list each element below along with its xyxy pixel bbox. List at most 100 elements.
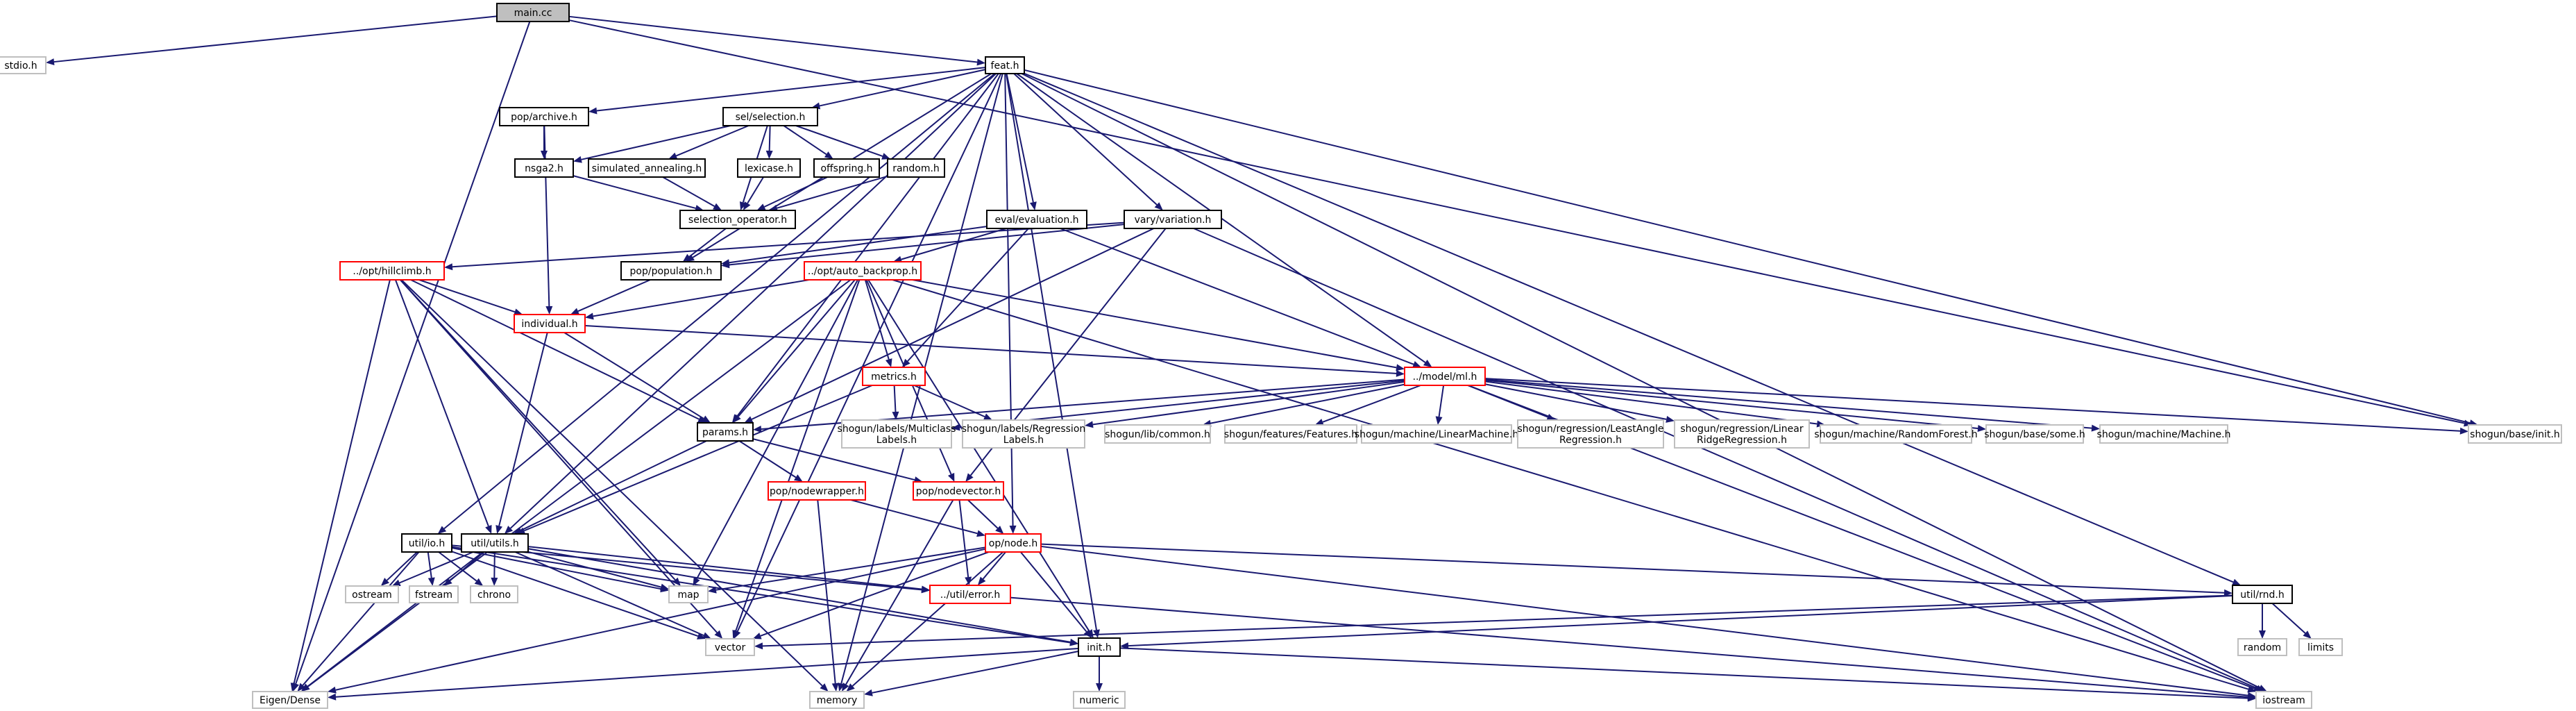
- arrowhead-icon: [2259, 630, 2266, 639]
- node-random-h[interactable]: random.h: [887, 158, 945, 178]
- arrowhead-icon: [1069, 638, 1078, 646]
- arrowhead-icon: [1120, 642, 1129, 650]
- arrowhead-icon: [1029, 201, 1037, 210]
- node-numeric[interactable]: numeric: [1073, 691, 1126, 709]
- edge-line: [777, 175, 888, 209]
- node-stdio-h[interactable]: stdio.h: [0, 56, 46, 74]
- node-util-rnd-h[interactable]: util/rnd.h: [2232, 585, 2293, 604]
- node-label: ../util/error.h: [940, 589, 1000, 601]
- edge-util_utils_h-to-util_error_h: [527, 546, 930, 593]
- edge-opt_hillclimb_h-to-individual_h: [418, 279, 523, 315]
- node-label: ../model/ml.h: [1413, 371, 1477, 383]
- edge-line: [400, 279, 676, 580]
- node-fstream[interactable]: fstream: [409, 585, 459, 603]
- node-pop-nodevector-h[interactable]: pop/nodevector.h: [913, 481, 1004, 501]
- node-main-cc[interactable]: main.cc: [496, 3, 570, 22]
- node-simulated-annealing-h[interactable]: simulated_annealing.h: [588, 158, 706, 178]
- node-vary-variation-h[interactable]: vary/variation.h: [1124, 210, 1222, 229]
- edge-line: [1024, 69, 2471, 424]
- node-util-utils-h[interactable]: util/utils.h: [461, 533, 529, 553]
- node-label: shogun/machine/LinearMachine.h: [1355, 429, 1518, 440]
- node-iostream[interactable]: iostream: [2255, 691, 2312, 709]
- node-pop-nodewrapper-h[interactable]: pop/nodewrapper.h: [768, 481, 866, 501]
- edge-util_io_h-to-eigen_dense: [297, 551, 420, 692]
- node-sg-init[interactable]: shogun/base/init.h: [2468, 424, 2562, 444]
- node-feat-h[interactable]: feat.h: [985, 56, 1025, 74]
- edge-vary_variation_h-to-params_h: [744, 228, 1155, 423]
- node-metrics-h[interactable]: metrics.h: [862, 367, 926, 386]
- node-selection-operator-h[interactable]: selection_operator.h: [679, 210, 796, 229]
- edge-individual_h-to-util_utils_h: [495, 332, 548, 534]
- node-opt-auto-backprop-h[interactable]: ../opt/auto_backprop.h: [804, 261, 922, 281]
- node-box: [2099, 424, 2228, 444]
- arrowhead-icon: [965, 576, 972, 585]
- node-sg-some[interactable]: shogun/base/some.h: [1984, 424, 2085, 444]
- edge-feat_h-to-iostream: [1021, 73, 2267, 692]
- edge-eval_evaluation_h-to-model_ml_h: [1060, 228, 1422, 368]
- arrowhead-icon: [1096, 683, 1103, 692]
- node-sg-ridge[interactable]: shogun/regression/LinearRidgeRegression.…: [1674, 419, 1810, 449]
- arrowhead-icon: [965, 473, 974, 482]
- node-box: [2298, 638, 2343, 656]
- node-model-ml-h[interactable]: ../model/ml.h: [1404, 367, 1486, 386]
- node-box: [2232, 585, 2293, 604]
- node-pop-population-h[interactable]: pop/population.h: [620, 261, 722, 281]
- edge-line: [967, 499, 999, 529]
- node-label: shogun/lib/common.h: [1105, 429, 1210, 440]
- node-box: [514, 158, 574, 178]
- node-lexicase-h[interactable]: lexicase.h: [737, 158, 801, 178]
- node-op-node-h[interactable]: op/node.h: [985, 533, 1042, 553]
- node-box: [913, 481, 1004, 501]
- edge-line: [514, 551, 704, 637]
- node-nsga2-h[interactable]: nsga2.h: [514, 158, 574, 178]
- node-individual-h[interactable]: individual.h: [514, 314, 586, 333]
- edge-line: [527, 551, 661, 588]
- node-limits[interactable]: limits: [2298, 638, 2343, 656]
- edge-model_ml_h-to-sg_init: [1484, 378, 2468, 435]
- node-random[interactable]: random: [2237, 638, 2287, 656]
- edge-line: [307, 551, 484, 687]
- arrowhead-icon: [951, 424, 960, 431]
- node-label: shogun/features/Features.h: [1224, 429, 1357, 440]
- node-box: [1224, 424, 1357, 444]
- node-vector[interactable]: vector: [705, 638, 755, 656]
- edge-line: [688, 228, 727, 258]
- node-pop-archive-h[interactable]: pop/archive.h: [499, 107, 589, 126]
- arrowhead-icon: [1666, 415, 1675, 423]
- node-sg-linearmachine[interactable]: shogun/machine/LinearMachine.h: [1355, 424, 1518, 444]
- node-eval-evaluation-h[interactable]: eval/evaluation.h: [986, 210, 1087, 229]
- node-sg-machine[interactable]: shogun/machine/Machine.h: [2097, 424, 2231, 444]
- node-sg-common[interactable]: shogun/lib/common.h: [1104, 424, 1211, 444]
- arrowhead-icon: [297, 683, 306, 692]
- node-sg-randomforest[interactable]: shogun/machine/RandomForest.h: [1814, 424, 1978, 444]
- node-opt-hillclimb-h[interactable]: ../opt/hillclimb.h: [339, 261, 445, 281]
- edge-pop_nodevector_h-to-memory: [841, 499, 954, 692]
- edge-opt_hillclimb_h-to-eigen_dense: [290, 279, 391, 692]
- node-label: ../opt/hillclimb.h: [353, 266, 431, 277]
- node-chrono[interactable]: chrono: [470, 585, 518, 603]
- arrowhead-icon: [1423, 359, 1432, 367]
- edge-line: [1004, 73, 1014, 526]
- node-memory[interactable]: memory: [809, 691, 865, 709]
- node-init-h[interactable]: init.h: [1078, 637, 1121, 657]
- node-label: Regression.h: [1559, 435, 1622, 446]
- node-util-error-h[interactable]: ../util/error.h: [929, 585, 1011, 604]
- node-eigen-dense[interactable]: Eigen/Dense: [252, 691, 328, 709]
- node-sg-features[interactable]: shogun/features/Features.h: [1224, 424, 1357, 444]
- node-sel-selection-h[interactable]: sel/selection.h: [722, 107, 818, 126]
- node-util-io-h[interactable]: util/io.h: [401, 533, 452, 553]
- node-ostream[interactable]: ostream: [345, 585, 399, 603]
- node-map[interactable]: map: [668, 585, 709, 603]
- node-label: pop/nodewrapper.h: [770, 486, 864, 497]
- node-box: [1404, 367, 1486, 386]
- arrowhead-icon: [702, 415, 711, 423]
- node-params-h[interactable]: params.h: [697, 422, 754, 442]
- node-label: lexicase.h: [745, 163, 793, 174]
- edge-opt_auto_backprop_h-to-metrics_h: [864, 279, 892, 367]
- node-offspring-h[interactable]: offspring.h: [813, 158, 880, 178]
- node-box: [813, 158, 880, 178]
